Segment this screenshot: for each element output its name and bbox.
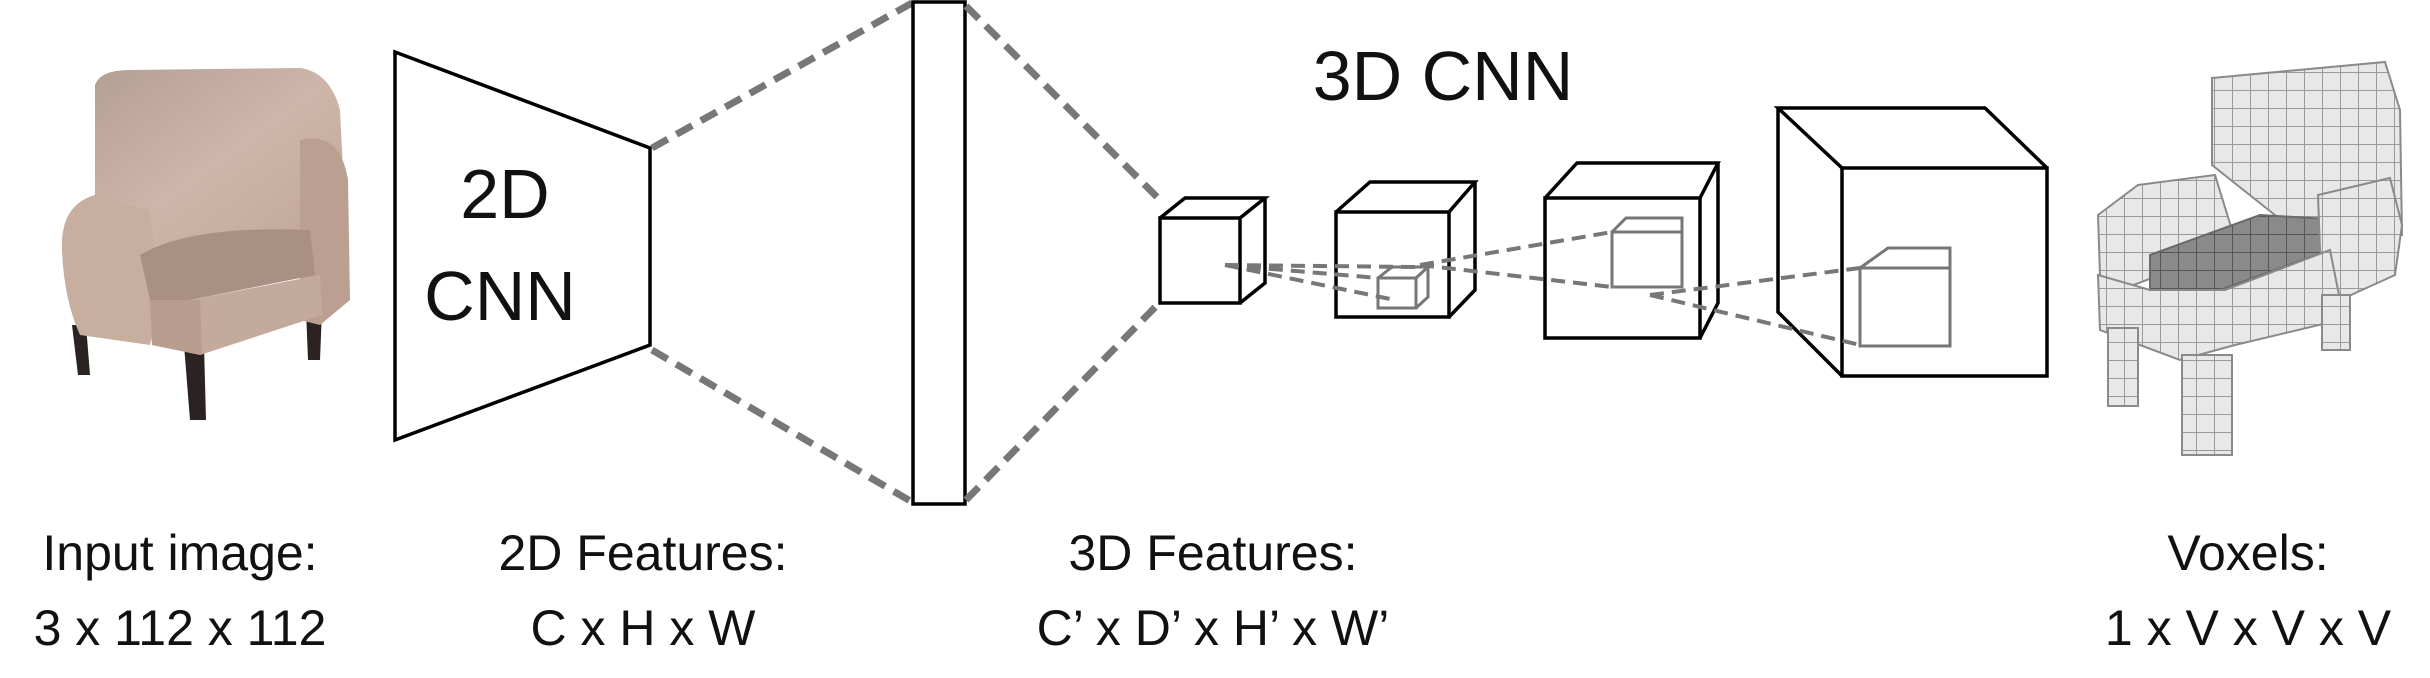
cnn-3d-label: 3D CNN	[1313, 37, 1574, 115]
cube-3d-layer-3	[1543, 161, 1721, 340]
features-2d-bar	[911, 0, 967, 506]
cube-3d-features-1	[1158, 196, 1270, 305]
caption-3d-features-line2: C’ x D’ x H’ x W’	[1037, 600, 1390, 656]
caption-2d-features-line2: C x H x W	[531, 600, 757, 656]
kernel-connectors	[1224, 230, 1861, 347]
cnn-2d-label-line2: CNN	[424, 257, 576, 335]
caption-input-line2: 3 x 112 x 112	[34, 600, 327, 656]
caption-2d-features-line1: 2D Features:	[498, 525, 787, 581]
connector-2dcnn-to-features-top	[650, 0, 914, 152]
connector-features-to-cube-top	[963, 3, 1163, 203]
output-voxel-chair	[2096, 60, 2404, 456]
cube-3d-layer-2	[1334, 180, 1479, 319]
caption-voxels-line2: 1 x V x V x V	[2105, 600, 2392, 656]
caption-3d-features-line1: 3D Features:	[1068, 525, 1357, 581]
cube-3d-layer-4	[1773, 106, 2049, 378]
inner-kernel-cube-4	[1858, 246, 1952, 348]
input-armchair-image	[61, 68, 350, 420]
caption-voxels-line1: Voxels:	[2167, 525, 2328, 581]
caption-input-line1: Input image:	[42, 525, 317, 581]
cnn-2d-block	[393, 49, 652, 443]
connector-2dcnn-to-features-bottom	[650, 346, 914, 506]
connector-features-to-cube-bottom	[963, 287, 1175, 503]
cnn-2d-label-line1: 2D	[460, 155, 549, 233]
inner-kernel-cube-3	[1610, 216, 1684, 289]
